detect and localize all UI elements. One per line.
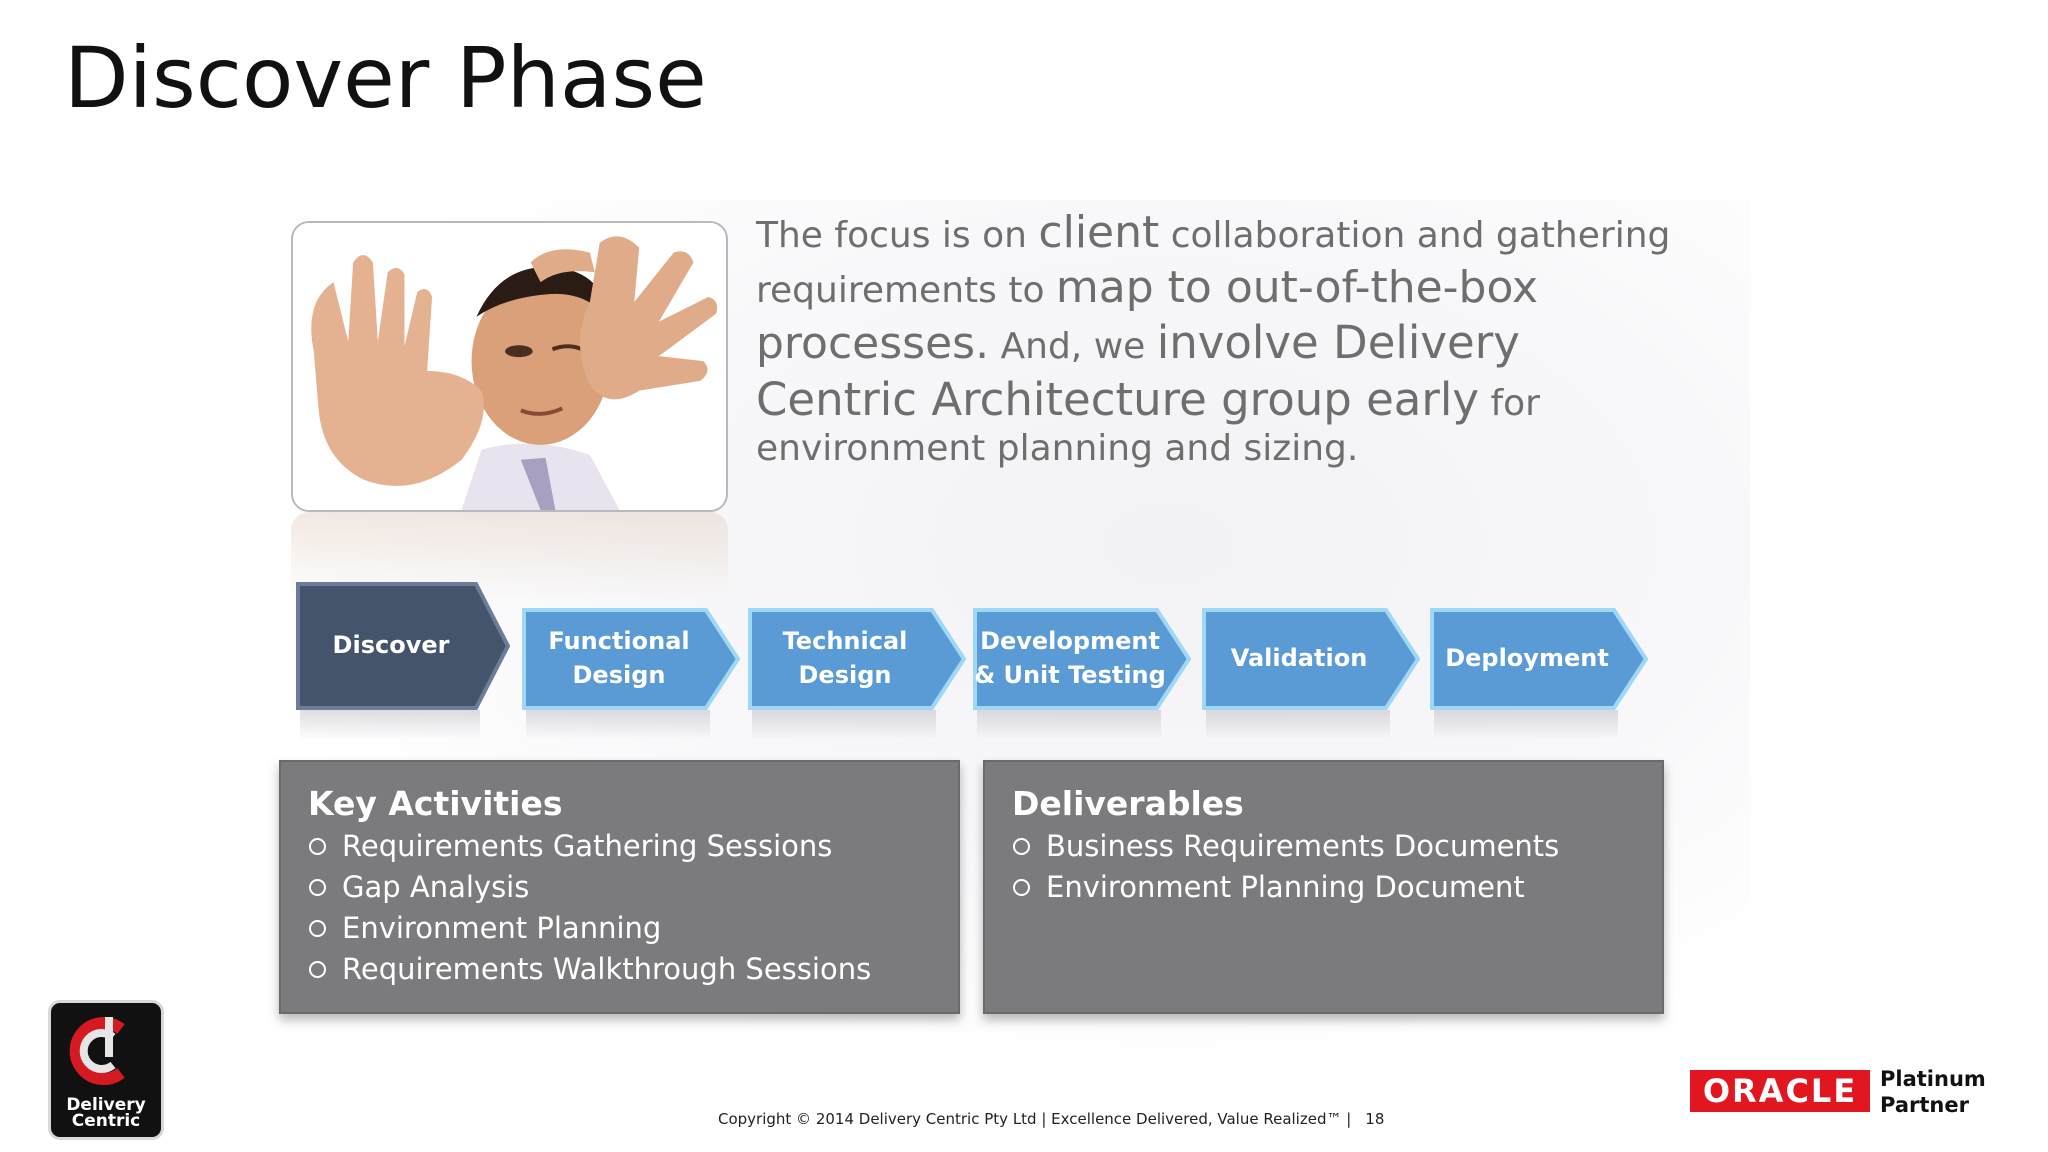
list-item-text: Environment Planning: [342, 911, 662, 945]
focus-segment: for environment planning and sizing.: [756, 382, 1540, 470]
page-number: 18: [1365, 1110, 1385, 1128]
dc-emblem-icon: [69, 1017, 125, 1085]
focus-segment: The focus is on: [756, 215, 1039, 256]
list-item: Environment Planning: [309, 908, 871, 949]
deliverables-panel: Deliverables Business Requirements Docum…: [983, 760, 1664, 1014]
partner-line2: Partner: [1880, 1093, 1969, 1117]
list-item-text: Gap Analysis: [342, 870, 530, 904]
circle-bullet-icon: [309, 961, 326, 978]
partner-line1: Platinum: [1880, 1067, 1986, 1091]
oracle-logo: ORACLE: [1690, 1070, 1870, 1112]
list-item: Gap Analysis: [309, 867, 871, 908]
key-activities-heading: Key Activities: [308, 784, 563, 823]
focus-segment: map to out-of-the-box processes.: [756, 261, 1539, 370]
list-item-text: Environment Planning Document: [1046, 870, 1525, 904]
logo-text-line1: Delivery: [66, 1095, 146, 1115]
list-item-text: Requirements Gathering Sessions: [342, 829, 833, 863]
page-title: Discover Phase: [64, 29, 707, 127]
focus-segment: involve Delivery Centric Architecture gr…: [756, 316, 1520, 426]
footer: Copyright © 2014 Delivery Centric Pty Lt…: [718, 1110, 1384, 1128]
circle-bullet-icon: [309, 838, 326, 855]
focus-segment: collaboration and gathering requirements…: [756, 215, 1671, 311]
focus-description: The focus is on client collaboration and…: [756, 206, 1676, 472]
list-item: Requirements Gathering Sessions: [309, 826, 871, 867]
circle-bullet-icon: [1013, 879, 1030, 896]
focus-segment: client: [1038, 207, 1160, 258]
circle-bullet-icon: [309, 920, 326, 937]
partner-badge: Platinum Partner: [1880, 1066, 1986, 1118]
deliverables-heading: Deliverables: [1012, 784, 1244, 823]
copyright-text: Copyright © 2014 Delivery Centric Pty Lt…: [718, 1110, 1352, 1128]
list-item: Requirements Walkthrough Sessions: [309, 949, 871, 990]
list-item-text: Business Requirements Documents: [1046, 829, 1560, 863]
circle-bullet-icon: [1013, 838, 1030, 855]
photo-framing-hands: [291, 221, 728, 512]
list-item: Environment Planning Document: [1013, 867, 1559, 908]
delivery-centric-logo: Delivery Centric: [48, 1000, 164, 1140]
logo-text-line2: Centric: [71, 1111, 141, 1131]
key-activities-panel: Key Activities Requirements Gathering Se…: [279, 760, 960, 1014]
focus-segment: And, we: [989, 326, 1157, 368]
photo-reflection: [291, 512, 728, 602]
list-item: Business Requirements Documents: [1013, 826, 1559, 867]
circle-bullet-icon: [309, 879, 326, 896]
list-item-text: Requirements Walkthrough Sessions: [342, 952, 872, 986]
